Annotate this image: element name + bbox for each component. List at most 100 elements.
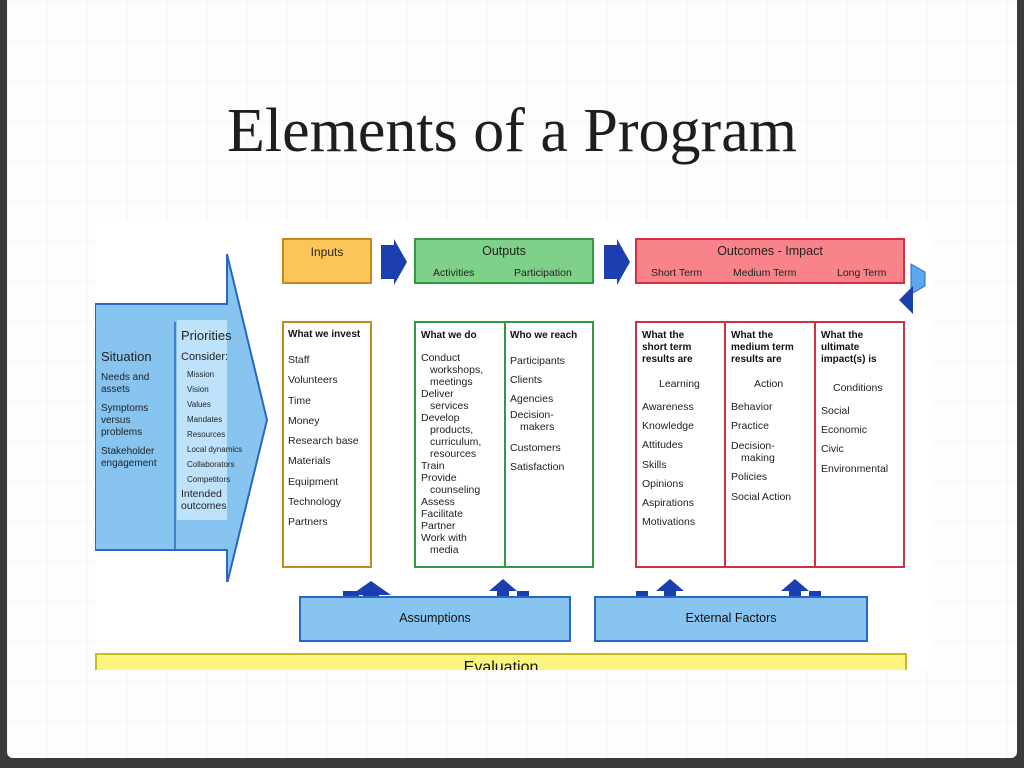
feedback-arrow-icon: [899, 263, 926, 314]
logic-model-diagram: Situation Needs and assets Symptoms vers…: [95, 222, 930, 670]
outputs-col2-item: Agencies: [510, 393, 554, 405]
outcomes-short-item: Aspirations: [642, 497, 694, 510]
outcomes-long-item: Social: [821, 405, 850, 417]
medium-q-line: medium term: [731, 342, 794, 353]
inputs-item: Research base: [288, 435, 359, 448]
outcomes-long-question: What the ultimate impact(s) is: [821, 330, 877, 366]
outputs-col2-item: Satisfaction: [510, 461, 565, 473]
outputs-col1-item: meetings: [430, 376, 473, 388]
inputs-item: Time: [288, 394, 311, 407]
evaluation-bar: Evaluation: [95, 653, 907, 670]
short-q-line: results are: [642, 354, 693, 365]
priorities-item: Collaborators: [187, 460, 235, 469]
outcomes-long-item: Environmental: [821, 462, 889, 475]
outcomes-divider-2: [814, 323, 816, 566]
outcomes-short-item: Attitudes: [642, 439, 683, 452]
situation-item: Needs and assets: [101, 372, 150, 395]
outcomes-short-items: Awareness Knowledge Attitudes Skills Opi…: [642, 398, 695, 532]
priorities-outcomes: Intended outcomes: [181, 488, 227, 512]
outputs-sub-participation: Participation: [514, 267, 572, 279]
outcomes-short-item: Opinions: [642, 477, 684, 490]
long-q-line: What the: [821, 330, 864, 341]
outputs-col1-item: Conduct: [421, 352, 461, 364]
priorities-item: Mandates: [187, 415, 223, 424]
outputs-col2-question: Who we reach: [510, 330, 578, 341]
inputs-item: Partners: [288, 516, 328, 529]
outputs-col1-item: counseling: [430, 484, 481, 496]
outcomes-sub-medium: Medium Term: [733, 267, 797, 279]
outcomes-medium-heading: Action: [754, 378, 784, 390]
outcomes-medium-item: Social Action: [731, 490, 792, 503]
outputs-col2-item: Participants: [510, 355, 565, 367]
inputs-item: Equipment: [288, 475, 339, 488]
outcomes-medium-item: Decision-: [731, 440, 775, 453]
outcomes-long-item: Civic: [821, 443, 844, 456]
outcomes-column: What the short term results are Learning…: [635, 321, 905, 568]
outputs-col1-item: resources: [430, 448, 477, 460]
outputs-col1-item: Partner: [421, 520, 456, 532]
situation-title: Situation: [101, 349, 152, 364]
outputs-col2-item: Decision-: [510, 409, 554, 421]
priorities-panel: [177, 320, 227, 520]
external-factors-label: External Factors: [685, 611, 777, 625]
outputs-col1-item: Facilitate: [421, 508, 464, 520]
outcomes-short-item: Motivations: [642, 516, 696, 529]
external-factors-box: External Factors: [594, 596, 868, 642]
outputs-col1-item: media: [430, 544, 459, 556]
long-q-line: impact(s) is: [821, 354, 877, 365]
outputs-col1-item: products,: [430, 424, 474, 436]
outputs-col1-item: Provide: [421, 472, 457, 484]
inputs-item: Technology: [288, 496, 342, 509]
outputs-col2-item: Customers: [510, 442, 561, 454]
inputs-items: Staff Volunteers Time Money Research bas…: [288, 350, 370, 533]
long-q-line: ultimate: [821, 342, 860, 353]
outcomes-medium-items: Behavior Practice Decision- making Polic…: [731, 398, 791, 507]
outputs-col1-items: Conduct workshops, meetings Deliver serv…: [421, 352, 483, 556]
priorities-items: Mission Vision Values Mandates Resources…: [187, 367, 242, 487]
outcomes-sub-short: Short Term: [651, 267, 703, 279]
slide-title: Elements of a Program: [227, 97, 797, 165]
priorities-item: Local dynamics: [187, 445, 243, 454]
priorities-item: Competitors: [187, 475, 231, 484]
outputs-col1-question: What we do: [421, 330, 477, 341]
outputs-col1-item: Assess: [421, 496, 455, 508]
outcomes-medium-item: Policies: [731, 471, 768, 484]
outcomes-short-item: Skills: [642, 458, 667, 471]
outputs-col2-item: makers: [520, 421, 555, 433]
outcomes-long-items: Social Economic Civic Environmental: [821, 402, 888, 479]
outcomes-medium-item: making: [741, 452, 775, 465]
situation-item: Stakeholder engagement: [101, 446, 157, 469]
priorities-item: Vision: [187, 385, 209, 394]
outputs-header: Outputs Activities Participation: [414, 238, 594, 284]
outcomes-divider-1: [724, 323, 726, 566]
outputs-col2-item: Clients: [510, 374, 543, 386]
assumptions-box: Assumptions: [299, 596, 571, 642]
outcomes-header-label: Outcomes - Impact: [717, 244, 823, 258]
evaluation-label: Evaluation: [463, 659, 539, 670]
inputs-header: Inputs: [282, 238, 372, 284]
priorities-consider: Consider:: [181, 351, 229, 363]
outputs-col1-item: curriculum,: [430, 436, 482, 448]
outcomes-header: Outcomes - Impact Short Term Medium Term…: [635, 238, 905, 284]
inputs-item: Money: [288, 414, 320, 427]
outcomes-short-item: Awareness: [642, 401, 694, 413]
inputs-item: Materials: [288, 455, 331, 468]
inputs-item: Volunteers: [288, 374, 338, 387]
outputs-divider: [504, 323, 506, 566]
outputs-header-label: Outputs: [482, 244, 526, 258]
medium-q-line: results are: [731, 354, 782, 365]
outputs-to-outcomes-arrow-icon: [604, 239, 630, 285]
outputs-col1-item: Work with: [421, 532, 467, 544]
inputs-column: What we invest Staff Volunteers Time Mon…: [282, 321, 372, 568]
priorities-item: Values: [187, 400, 211, 409]
priorities-item: Resources: [187, 430, 226, 439]
medium-q-line: What the: [731, 330, 774, 341]
inputs-to-outputs-arrow-icon: [381, 239, 407, 285]
outputs-sub-activities: Activities: [433, 267, 475, 279]
situation-items: Needs and assets Symptoms versus problem…: [101, 372, 171, 470]
outputs-col1-item: Train: [421, 460, 445, 472]
outputs-col1-item: services: [430, 400, 469, 412]
inputs-question: What we invest: [288, 329, 361, 340]
outcomes-short-question: What the short term results are: [642, 330, 693, 366]
outcomes-long-heading: Conditions: [833, 382, 883, 394]
